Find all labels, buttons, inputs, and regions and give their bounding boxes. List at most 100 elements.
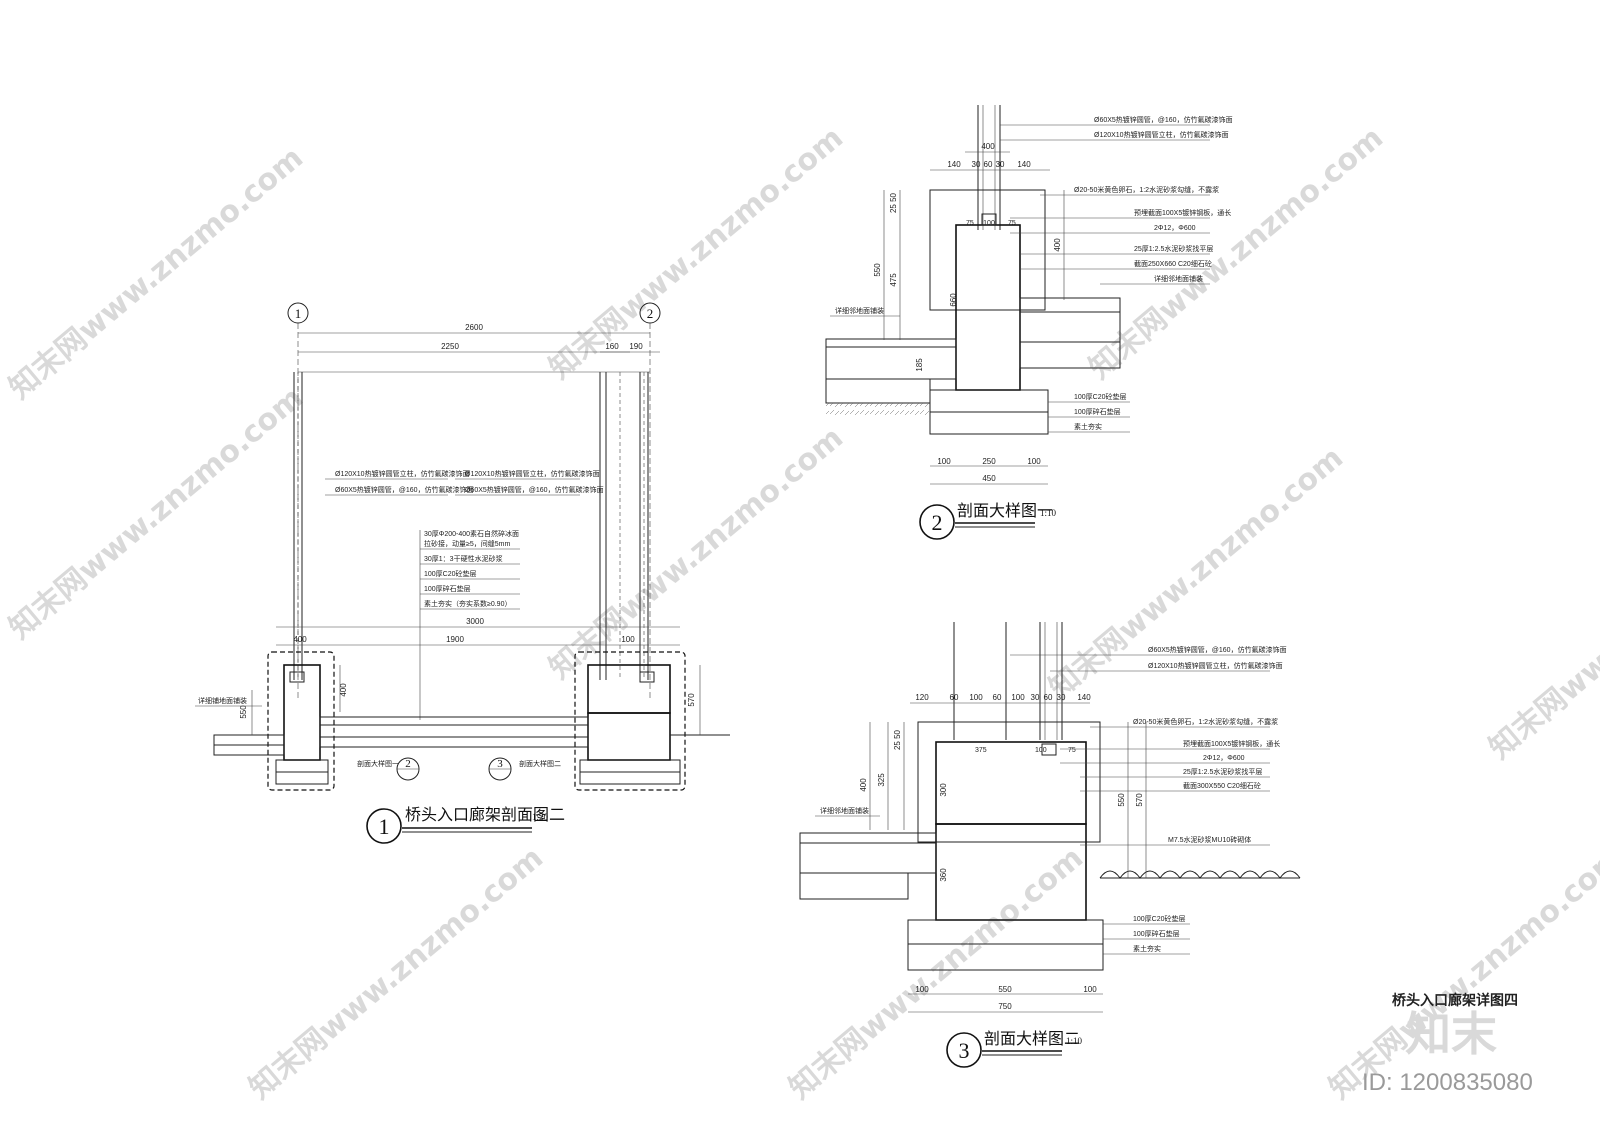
svg-text:100厚碎石垫层: 100厚碎石垫层 [424, 584, 471, 593]
svg-text:100: 100 [1011, 693, 1025, 702]
section-3-drawing: 120 60 100 60 100 30 60 30 140 3 75 100 7… [799, 622, 1301, 1068]
axis-label: 2 [647, 306, 654, 321]
svg-text:Ø120X10热镀锌圆管立柱，仿竹氟碳漆饰面: Ø120X10热镀锌圆管立柱，仿竹氟碳漆饰面 [1148, 661, 1283, 670]
svg-text:30厚Φ200-400素石自然碎冰面: 30厚Φ200-400素石自然碎冰面 [424, 529, 519, 538]
dim-label: 160 [605, 342, 619, 351]
dim-label: 2250 [441, 342, 459, 351]
svg-text:75: 75 [1068, 747, 1076, 754]
axis-label: 1 [295, 306, 302, 321]
svg-text:140: 140 [947, 160, 961, 169]
svg-text:3000: 3000 [466, 617, 484, 626]
svg-text:75: 75 [1008, 220, 1016, 227]
logo: 知末 [1405, 1007, 1497, 1061]
svg-text:400: 400 [293, 635, 307, 644]
svg-text:100: 100 [1027, 457, 1041, 466]
watermark-text: 知末网www.znzmo.com [1083, 120, 1390, 386]
svg-text:30: 30 [1057, 693, 1066, 702]
dim-label: 2600 [465, 323, 483, 332]
svg-text:25厚1:2.5水泥砂浆找平层: 25厚1:2.5水泥砂浆找平层 [1134, 244, 1213, 253]
svg-text:100厚碎石垫层: 100厚碎石垫层 [1074, 407, 1121, 416]
watermark-text: 知末网www.znzmo.com [1323, 840, 1600, 1106]
svg-text:660: 660 [949, 293, 958, 307]
svg-text:475: 475 [889, 273, 898, 287]
watermark-text: 知末网www.znzmo.com [243, 840, 550, 1106]
svg-text:100: 100 [1035, 747, 1047, 754]
svg-text:详细铺地面铺装: 详细铺地面铺装 [198, 696, 247, 705]
svg-text:360: 360 [939, 868, 948, 882]
svg-text:75: 75 [966, 220, 974, 227]
svg-text:25 50: 25 50 [893, 729, 902, 750]
svg-text:325: 325 [877, 773, 886, 787]
svg-text:详细邻地面铺装: 详细邻地面铺装 [835, 306, 884, 315]
svg-text:300: 300 [939, 783, 948, 797]
caption-number: 3 [959, 1038, 970, 1063]
svg-text:剖面大样图一: 剖面大样图一 [357, 759, 399, 768]
svg-text:100厚C20砼垫层: 100厚C20砼垫层 [424, 569, 477, 578]
caption-number-circle [366, 808, 402, 844]
svg-text:素土夯实（夯实系数≥0.90）: 素土夯实（夯实系数≥0.90） [424, 599, 511, 608]
svg-text:30厚1：3干硬性水泥砂浆: 30厚1：3干硬性水泥砂浆 [424, 554, 503, 563]
svg-text:250: 250 [982, 457, 996, 466]
svg-text:预埋截面100X5镀锌钢板，通长: 预埋截面100X5镀锌钢板，通长 [1183, 739, 1280, 748]
svg-text:120: 120 [915, 693, 929, 702]
svg-text:25 50: 25 50 [889, 192, 898, 213]
caption-title: 桥头入口廊架剖面图二 [405, 806, 565, 824]
svg-text:Ø60X5热镀锌圆管，@160，仿竹氟碳漆饰面: Ø60X5热镀锌圆管，@160，仿竹氟碳漆饰面 [1094, 115, 1233, 124]
watermark-text: 知末网www.znzmo.com [1483, 500, 1600, 766]
svg-text:Ø20-50米黄色卵石，1:2水泥砂浆勾缝，不露浆: Ø20-50米黄色卵石，1:2水泥砂浆勾缝，不露浆 [1133, 717, 1278, 726]
svg-text:截面300X550 C20细石砼: 截面300X550 C20细石砼 [1183, 781, 1261, 790]
svg-text:140: 140 [1077, 693, 1091, 702]
section-3-notes: Ø60X5热镀锌圆管，@160，仿竹氟碳漆饰面 Ø120X10热镀锌圆管立柱，仿… [815, 645, 1287, 955]
svg-text:550: 550 [239, 705, 248, 719]
note-text: Ø120X10热镀锌圆管立柱，仿竹氟碳漆饰面 [465, 469, 600, 478]
svg-text:详细邻地面铺装: 详细邻地面铺装 [1154, 274, 1203, 283]
svg-text:拉砂接，动量≥5，间缝5mm: 拉砂接，动量≥5，间缝5mm [424, 539, 510, 548]
svg-text:3: 3 [497, 758, 503, 770]
svg-text:100: 100 [983, 220, 995, 227]
id-label: ID: 1200835080 [1362, 1069, 1533, 1096]
section-2-notes: Ø60X5热镀锌圆管，@160，仿竹氟碳漆饰面 Ø120X10热镀锌圆管立柱，仿… [830, 115, 1233, 433]
watermark-text: 知末网www.znzmo.com [3, 380, 310, 646]
layer-notes: 30厚Φ200-400素石自然碎冰面 拉砂接，动量≥5，间缝5mm 30厚1：3… [419, 529, 520, 720]
watermark-text: 知末网www.znzmo.com [543, 120, 850, 386]
svg-text:素土夯实: 素土夯实 [1074, 422, 1102, 431]
svg-text:60: 60 [1044, 693, 1053, 702]
svg-text:570: 570 [1135, 793, 1144, 807]
caption-scale: 1:20 [532, 812, 549, 822]
svg-text:30: 30 [972, 160, 981, 169]
watermark-text: 知末网www.znzmo.com [543, 420, 850, 686]
svg-text:剖面大样图二: 剖面大样图二 [519, 759, 561, 768]
svg-text:185: 185 [915, 358, 924, 372]
section-2-drawing: 140 30 60 30 140 400 75 100 75 25 50 550… [825, 105, 1233, 540]
svg-text:400: 400 [859, 778, 868, 792]
svg-text:60: 60 [993, 693, 1002, 702]
note-text: Ø60X5热镀锌圆管，@160，仿竹氟碳漆饰面 [335, 485, 474, 494]
svg-text:550: 550 [873, 263, 882, 277]
svg-text:100厚碎石垫层: 100厚碎石垫层 [1133, 929, 1180, 938]
dim-label: 190 [629, 342, 643, 351]
svg-text:400: 400 [339, 683, 348, 697]
caption-title: 剖面大样图一 [957, 502, 1053, 520]
watermark-layer: 知末网www.znzmo.com 知末网www.znzmo.com 知末网www… [3, 120, 1600, 1106]
svg-text:550: 550 [1117, 793, 1126, 807]
svg-text:素土夯实: 素土夯实 [1133, 944, 1161, 953]
svg-text:140: 140 [1017, 160, 1031, 169]
svg-text:Ø60X5热镀锌圆管，@160，仿竹氟碳漆饰面: Ø60X5热镀锌圆管，@160，仿竹氟碳漆饰面 [1148, 645, 1287, 654]
caption-number: 2 [932, 510, 943, 535]
svg-text:450: 450 [982, 474, 996, 483]
svg-text:60: 60 [984, 160, 993, 169]
note-text: Ø120X10热镀锌圆管立柱，仿竹氟碳漆饰面 [335, 469, 470, 478]
svg-text:预埋截面100X5镀锌钢板，通长: 预埋截面100X5镀锌钢板，通长 [1134, 208, 1231, 217]
svg-text:截面250X660 C20细石砼: 截面250X660 C20细石砼 [1134, 259, 1212, 268]
svg-text:30: 30 [1031, 693, 1040, 702]
svg-text:400: 400 [981, 142, 995, 151]
svg-text:25厚1:2.5水泥砂浆找平层: 25厚1:2.5水泥砂浆找平层 [1183, 767, 1262, 776]
section-1-drawing: 1 2 2600 2250 160 190 Ø120X10热镀锌圆管立柱，仿竹氟… [195, 302, 730, 844]
svg-text:60: 60 [950, 693, 959, 702]
svg-text:100厚C20砼垫层: 100厚C20砼垫层 [1133, 914, 1186, 923]
svg-text:100: 100 [1083, 985, 1097, 994]
svg-text:Ø20-50米黄色卵石，1:2水泥砂浆勾缝，不露浆: Ø20-50米黄色卵石，1:2水泥砂浆勾缝，不露浆 [1074, 185, 1219, 194]
svg-text:750: 750 [998, 1002, 1012, 1011]
svg-text:1900: 1900 [446, 635, 464, 644]
